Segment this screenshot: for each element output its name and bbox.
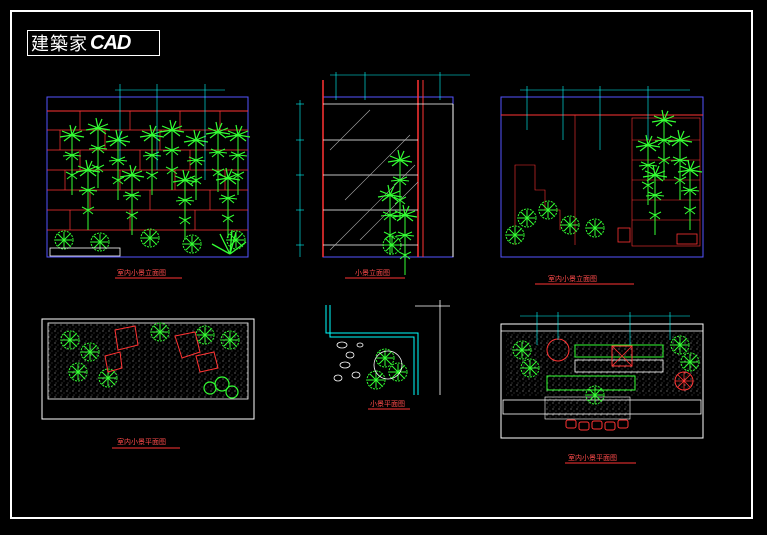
elevation-2-dimensions [296,72,470,257]
round-shrubs [203,376,239,399]
plan-2-pebbles [333,341,364,382]
plan-2 [325,300,450,410]
plan-1 [41,318,255,449]
brick-column [631,117,701,247]
elevation-3 [500,86,704,285]
elevation-3-dimensions [520,86,690,150]
caption-plan-3: 室内小景平面图 [568,454,617,462]
caption-elevation-2: 小景立面图 [355,269,390,277]
drawing-frame [10,10,753,519]
elevation-3-plants [505,109,703,245]
logo: 建築家 CAD [27,30,160,56]
logo-cad-text: CAD [90,31,131,54]
caption-plan-2: 小景平面图 [370,400,405,408]
caption-plan-1: 室内小景平面图 [117,438,166,446]
plan-3-dimensions [520,312,690,345]
elevation-1 [46,84,251,279]
caption-elevation-3: 室内小景立面图 [548,275,597,283]
caption-elevation-1: 室内小景立面图 [117,269,166,277]
elevation-1-dimensions [115,84,225,180]
plan-3 [500,312,704,464]
plan-3-stepping-stones [565,419,629,431]
logo-chinese-text: 建築家 [31,34,88,55]
stair-step-wall [514,115,576,245]
elevation-2 [296,72,470,279]
elevation-1-plants [54,117,251,255]
stepping-stones [104,325,219,373]
